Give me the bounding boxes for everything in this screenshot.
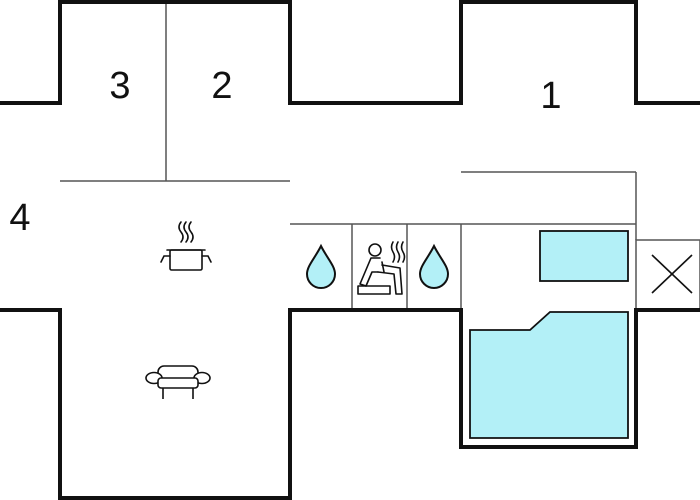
water-drop-icon [418, 243, 450, 289]
room-label-3: 3 [109, 65, 130, 107]
large-water-basin [469, 311, 629, 439]
sauna-icon [357, 241, 406, 295]
cooking-pot-icon [160, 221, 212, 271]
cross-mark-icon [651, 254, 693, 294]
room-label-4: 4 [9, 197, 30, 239]
small-water-basin [539, 230, 629, 282]
water-drop-icon [305, 243, 337, 289]
room-label-2: 2 [211, 65, 232, 107]
room-label-1: 1 [540, 75, 561, 117]
sofa-icon [145, 365, 211, 399]
